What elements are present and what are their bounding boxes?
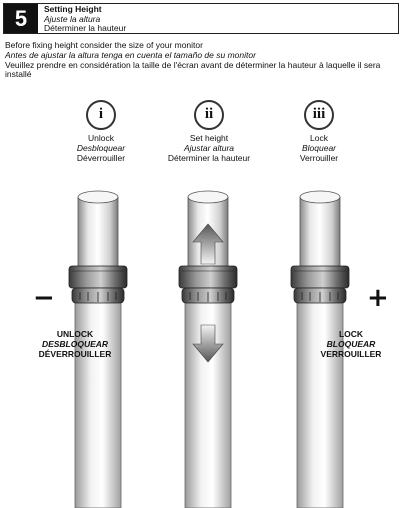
minus-sign-icon: − [33,283,55,313]
caption-english: LOCK [338,329,364,339]
step-label-french: Déterminer la hauteur [167,152,251,163]
step-label-english: Lock [310,133,328,143]
numeral-circle-i: i [86,100,116,130]
step-number-badge: 5 [4,4,38,33]
locking-collar [68,265,128,304]
arrow-down-icon [192,324,224,363]
step-unlock: i Unlock Desbloquear Déverrouiller [46,100,156,163]
caption-spanish: DESBLOQUEAR [41,339,109,349]
intro-english: Before fixing height consider the size o… [5,40,203,50]
step-label-spanish: Ajustar altura [183,142,235,153]
locking-collar [178,265,238,304]
step-label-english: Set height [189,133,229,143]
step-title: Setting Height Ajuste la altura Détermin… [44,4,127,34]
title-english: Setting Height [44,4,102,14]
plus-sign-icon: + [367,283,389,313]
step-label-french: Déverrouiller [76,152,126,163]
pole-unlock [68,190,128,508]
step-label-spanish: Bloquear [301,142,337,153]
title-spanish: Ajuste la altura [44,13,101,24]
lock-caption: LOCK BLOQUEAR VERROUILLER [306,329,396,359]
intro-spanish: Antes de ajustar la altura tenga en cuen… [5,49,256,60]
step-label-spanish: Desbloquear [76,142,126,153]
step-label-french: Verrouiller [299,152,339,163]
intro-text: Before fixing height consider the size o… [5,40,397,80]
step-set-height: ii Set height Ajustar altura Déterminer … [154,100,264,163]
arrow-up-icon [192,223,224,265]
step-label-english: Unlock [88,133,114,143]
pole-lock [290,190,350,508]
unlock-caption: UNLOCK DESBLOQUEAR DÉVERROUILLER [30,329,120,359]
caption-french: DÉVERROUILLER [38,349,112,359]
numeral-circle-ii: ii [194,100,224,130]
caption-english: UNLOCK [56,329,94,339]
pole-set-height [178,190,238,508]
caption-spanish: BLOQUEAR [326,339,376,349]
step-lock: iii Lock Bloquear Verrouiller [264,100,374,163]
caption-french: VERROUILLER [320,349,382,359]
locking-collar [290,265,350,304]
title-french: Déterminer la hauteur [44,23,127,33]
step-header: 5 Setting Height Ajuste la altura Déterm… [3,3,399,34]
numeral-circle-iii: iii [304,100,334,130]
intro-french: Veuillez prendre en considération la tai… [5,59,381,80]
